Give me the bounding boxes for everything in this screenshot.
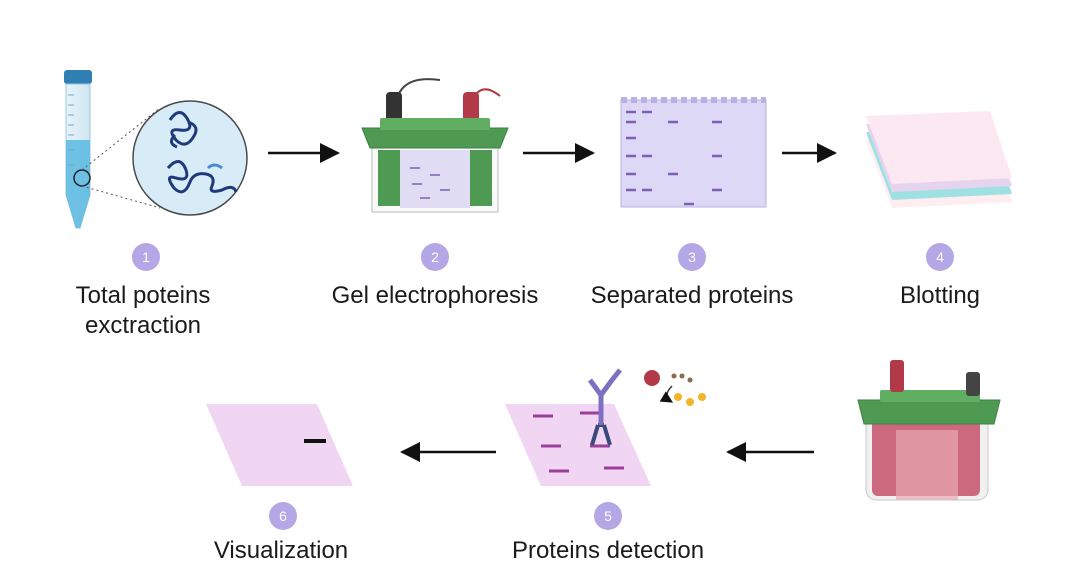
visualized-membrane-icon — [206, 404, 353, 486]
separated-gel-icon — [620, 97, 767, 208]
step-1-label-line-2: exctraction — [84, 312, 202, 339]
step-1-badge: 1 — [132, 243, 160, 271]
transfer-tank-icon — [857, 360, 1001, 501]
electrophoresis-apparatus-icon — [361, 78, 509, 213]
tube-with-protein-zoom-icon — [64, 70, 248, 229]
step-4-label-line-1: Blotting — [899, 282, 981, 309]
step-2-label: Gel electrophoresis — [305, 281, 565, 311]
step-6-badge: 6 — [269, 502, 297, 530]
step-3-label: Separated proteins — [572, 281, 812, 311]
antibody-membrane-icon — [505, 368, 706, 486]
step-1-label-line-1: Total poteins — [75, 282, 211, 309]
step-2-label-line-1: Gel electrophoresis — [331, 282, 539, 309]
step-3-badge: 3 — [678, 243, 706, 271]
step-5-label: Proteins detection — [488, 536, 728, 566]
step-5-badge: 5 — [594, 502, 622, 530]
step-6-label: Visualization — [191, 536, 371, 566]
membrane-stack-icon — [866, 111, 1012, 208]
step-1-label: Total poteins exctraction — [43, 281, 243, 341]
step-4-label: Blotting — [870, 281, 1010, 311]
step-3-label-line-1: Separated proteins — [590, 282, 794, 309]
step-6-label-line-1: Visualization — [213, 537, 349, 564]
step-4-badge: 4 — [926, 243, 954, 271]
step-2-badge: 2 — [421, 243, 449, 271]
step-5-label-line-1: Proteins detection — [511, 537, 705, 564]
